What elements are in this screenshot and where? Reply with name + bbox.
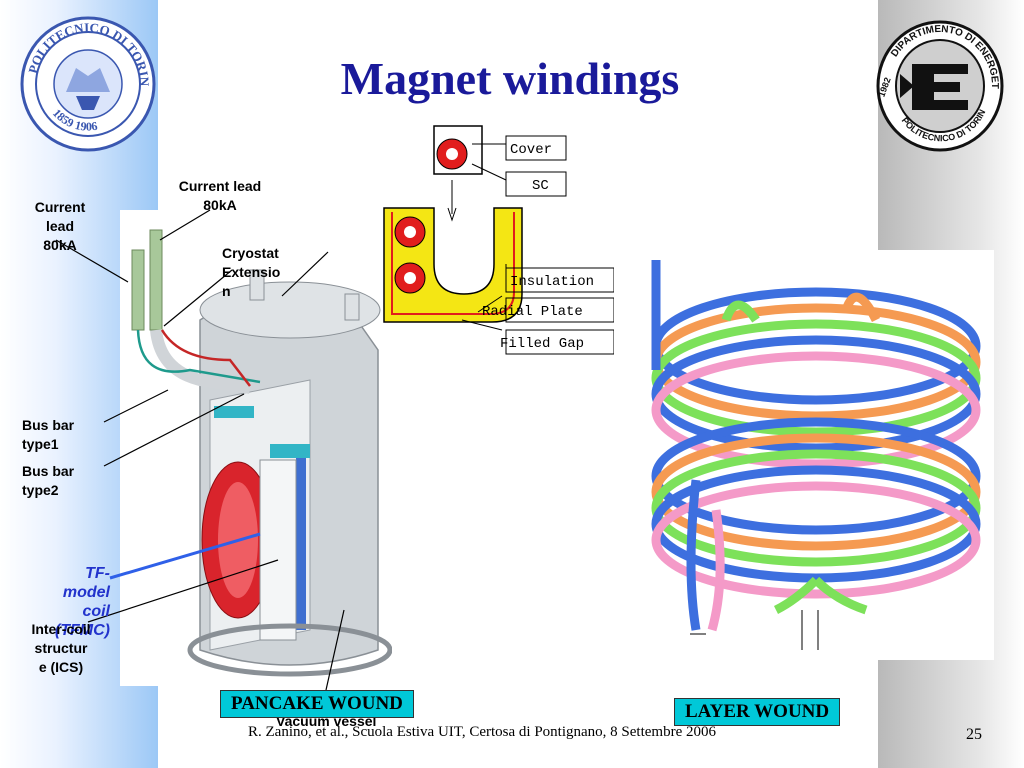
label-tf-model-coil: TF- model coil (TFMC) bbox=[54, 565, 110, 639]
label-bus-bar-type2: Bus bar type2 bbox=[22, 463, 75, 498]
layer-wound-illustration bbox=[651, 260, 981, 650]
politecnico-seal-logo: POLITECNICO DI TORINO 1859 1906 bbox=[16, 14, 156, 152]
cs-cover-label: Cover bbox=[510, 142, 552, 158]
conductor-cross-section: Cover SC Insulation Radial Plate Filled … bbox=[382, 124, 614, 356]
label-inter-coil-structure: Inter-coil structur e (ICS) bbox=[31, 621, 91, 675]
label-bus-bar-type1: Bus bar type1 bbox=[22, 417, 75, 452]
label-current-lead-top: Current lead 80kA bbox=[178, 178, 262, 213]
energetica-logo: DIPARTIMENTO DI ENERGETICA POLITECNICO D… bbox=[874, 14, 1004, 152]
cs-filled-gap-label: Filled Gap bbox=[500, 336, 584, 352]
label-current-lead-left: Current lead 80kA bbox=[34, 199, 86, 253]
page-number: 25 bbox=[966, 726, 982, 743]
cs-radial-plate-label: Radial Plate bbox=[482, 304, 583, 320]
cs-insulation-label: Insulation bbox=[510, 274, 594, 290]
layer-wound-label: LAYER WOUND bbox=[674, 698, 841, 726]
pancake-wound-label: PANCAKE WOUND bbox=[220, 690, 414, 718]
cs-sc-label: SC bbox=[532, 178, 549, 194]
slide-title: Magnet windings bbox=[340, 53, 680, 104]
slide-footer: R. Zanino, et al., Scuola Estiva UIT, Ce… bbox=[248, 724, 716, 740]
label-cryostat-extension: Cryostat Extensio n bbox=[222, 245, 281, 299]
